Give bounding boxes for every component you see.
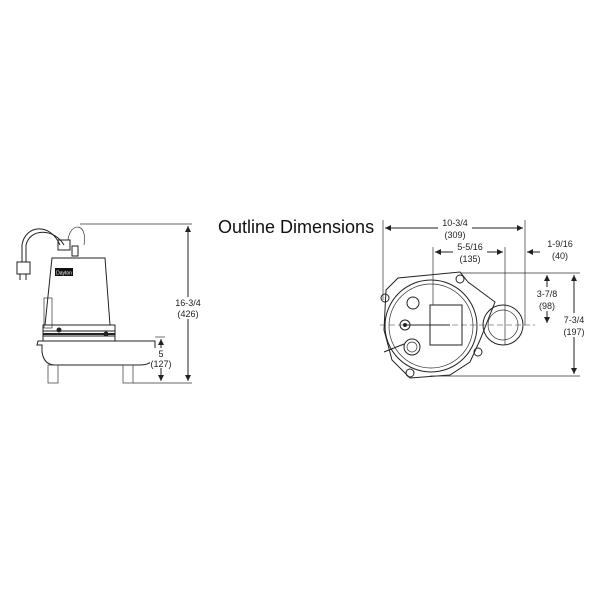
overall-depth-label: 7-3/4 [564, 315, 585, 325]
pump-side-view: Dayton 16-3/4 (426) 5 (127) [16, 223, 201, 384]
center-to-discharge-label: 5-5/16 [457, 242, 483, 252]
discharge-to-edge-metric: (98) [539, 301, 555, 311]
base-height-metric: (127) [150, 359, 171, 369]
discharge-offset-label: 1-9/16 [547, 239, 573, 249]
discharge-offset-metric: (40) [552, 251, 568, 261]
overall-width-metric: (309) [444, 230, 465, 240]
pump-flange-outline [383, 271, 496, 379]
base-height-label: 5 [158, 349, 163, 359]
overall-width-label: 10-3/4 [442, 218, 468, 228]
motor-housing [44, 257, 111, 326]
leg [122, 364, 134, 384]
leg [47, 364, 59, 384]
drawing-title: Outline Dimensions [218, 217, 374, 237]
pump-top-view: 10-3/4 (309) 5-5/16 (135) 1-9/16 (40) 3-… [380, 216, 589, 379]
svg-text:Dayton: Dayton [56, 271, 72, 277]
power-cord [21, 228, 61, 262]
overall-height-label: 16-3/4 [175, 298, 201, 308]
motor-circle [384, 279, 478, 373]
brand-badge [55, 268, 73, 276]
center-to-discharge-metric: (135) [459, 254, 480, 264]
plug-icon [16, 261, 31, 275]
discharge-to-edge-label: 3-7/8 [537, 289, 558, 299]
overall-height-metric: (426) [177, 309, 198, 319]
overall-depth-metric: (197) [563, 327, 584, 337]
basin [36, 340, 156, 366]
